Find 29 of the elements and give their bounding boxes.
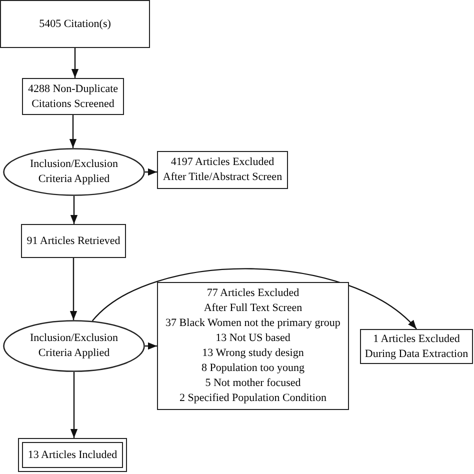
- arrow: [70, 258, 78, 320]
- decision-ellipse: [3, 148, 145, 196]
- node-text: 13 Wrong study design: [202, 346, 304, 361]
- arrow: [70, 196, 78, 224]
- arrow: [71, 48, 79, 78]
- node-text: 77 Articles Excluded After Full Text Screen: [202, 286, 304, 316]
- curved-arrow: [92, 268, 417, 330]
- process-box: [21, 224, 126, 258]
- node-text: 2 Specified Population Condition: [180, 391, 326, 406]
- node-text: Inclusion/Exclusion Criteria Applied: [29, 157, 119, 187]
- node-text: 91 Articles Retrieved: [26, 234, 120, 248]
- node-text: 4288 Non-Duplicate Citations Screened: [26, 82, 120, 112]
- decision-ellipse: [3, 320, 145, 372]
- arrow: [145, 168, 157, 176]
- node-text: 1 Articles Excluded During Data Extraction: [364, 332, 469, 362]
- node-text: Inclusion/Exclusion Criteria Applied: [29, 331, 119, 361]
- node-text: 37 Black Women not the primary group: [166, 316, 340, 331]
- node-text: 5 Not mother focused: [205, 376, 301, 391]
- node-text: 8 Population too young: [202, 361, 304, 376]
- node-text: 4197 Articles Excluded After Title/Abstract Screen: [162, 155, 284, 185]
- process-box: [0, 0, 150, 48]
- arrow: [145, 342, 157, 350]
- arrow: [69, 115, 77, 148]
- exclusion-box: [157, 282, 349, 410]
- node-text: 13 Articles Included: [28, 448, 118, 462]
- node-text: 13 Not US based: [216, 331, 290, 346]
- result-box: [18, 438, 127, 472]
- arrow: [70, 372, 78, 438]
- node-text: 5405 Citation(s): [39, 16, 111, 32]
